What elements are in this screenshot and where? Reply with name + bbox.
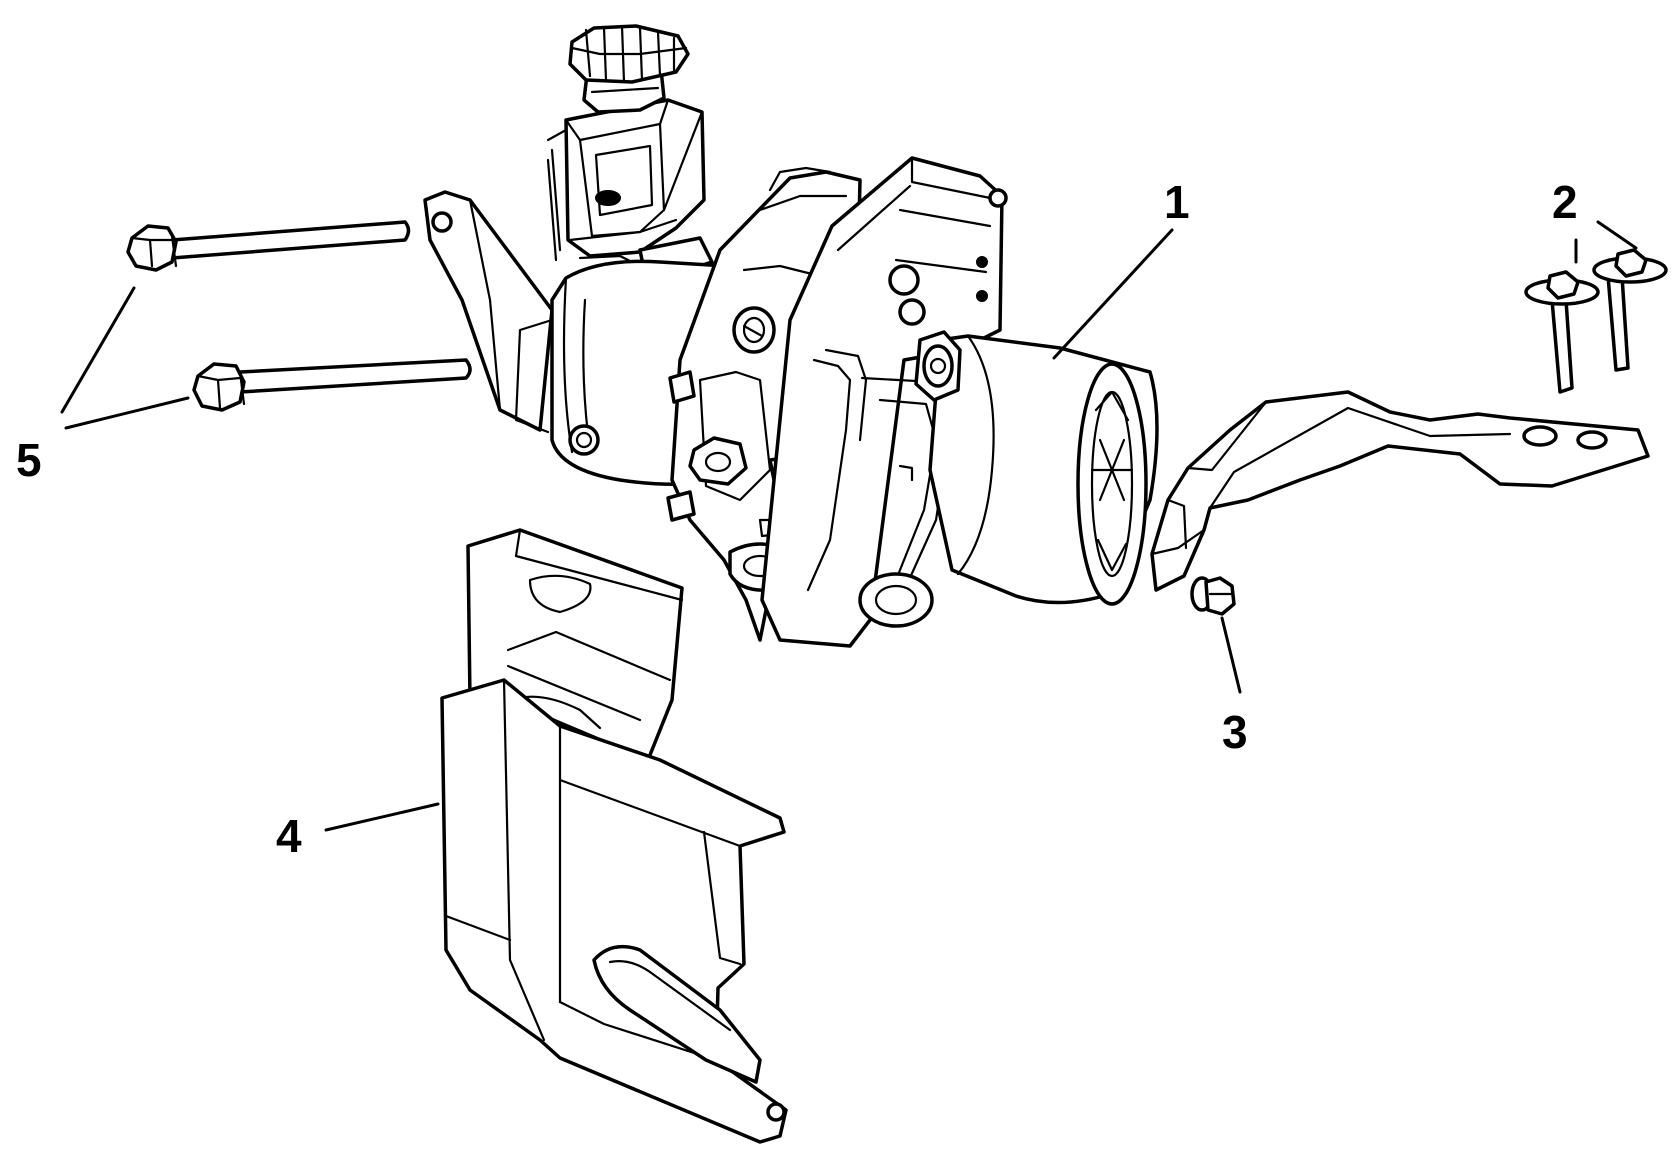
shoulder-bolt-b [1592, 248, 1668, 372]
lower-bracket [440, 528, 788, 1144]
leader-4 [324, 802, 440, 832]
bolt-upper [126, 220, 411, 272]
callout-3: 3 [1222, 706, 1248, 758]
flange-nut [1190, 576, 1236, 616]
mounting-bracket-right [1150, 390, 1650, 592]
callout-1: 1 [1164, 176, 1190, 228]
callout-labels: 1 2 3 4 5 [16, 176, 1578, 862]
shoulder-bolt-a [1524, 270, 1600, 394]
callout-2: 2 [1552, 176, 1578, 228]
bolt-lower [192, 358, 472, 412]
hex-nut-front [688, 436, 748, 486]
leader-5b [64, 396, 190, 430]
leader-lines [60, 220, 1638, 832]
leader-1 [1052, 228, 1174, 360]
pump-assembly [423, 24, 1159, 648]
leader-2b [1596, 220, 1638, 250]
callout-5: 5 [16, 434, 42, 486]
leader-5a [60, 286, 136, 414]
leader-3 [1220, 616, 1242, 694]
callout-4: 4 [276, 810, 302, 862]
